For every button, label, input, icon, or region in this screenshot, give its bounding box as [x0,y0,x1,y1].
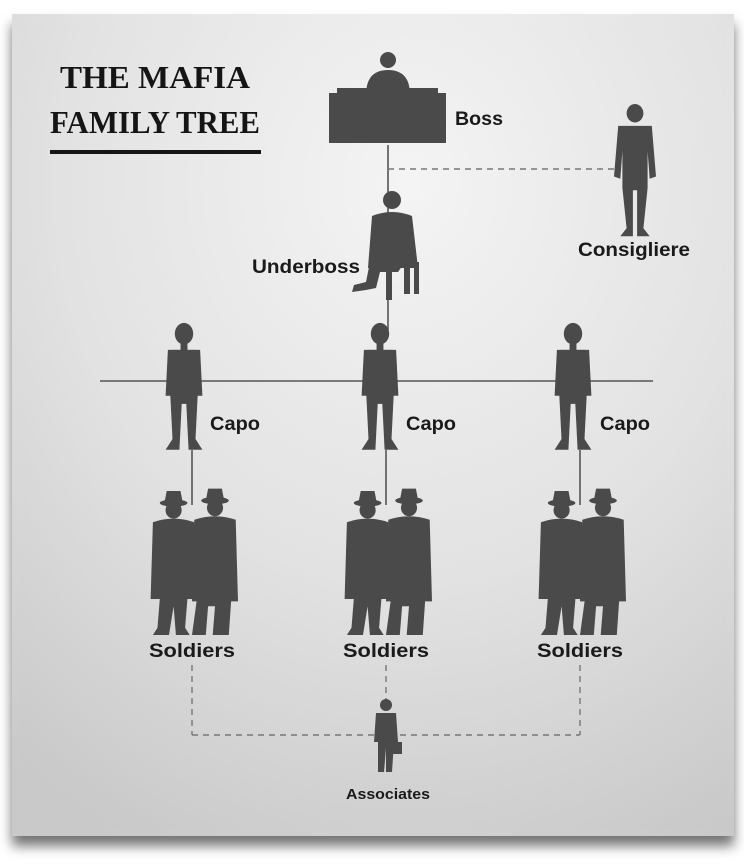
capo-right-label: Capo [600,414,650,435]
title-line-1: THE MAFIA [60,59,250,95]
soldiers-right-label: Soldiers [537,641,623,662]
associates-figure-icon [374,699,402,772]
consigliere-figure-icon [614,104,656,237]
title-line-2: FAMILY TREE [50,104,260,140]
boss-figure-icon [329,52,446,143]
consigliere-label: Consigliere [578,240,690,261]
boss-label: Boss [455,109,503,130]
associates-label: Associates [346,786,430,803]
underboss-figure-icon [352,191,419,300]
underboss-label: Underboss [252,257,360,278]
title-underline [50,150,261,154]
capo-left-label: Capo [210,414,260,435]
soldiers-left-label: Soldiers [149,641,235,662]
soldiers-center-label: Soldiers [343,641,429,662]
capo-center-label: Capo [406,414,456,435]
dashed-lines [191,168,617,736]
